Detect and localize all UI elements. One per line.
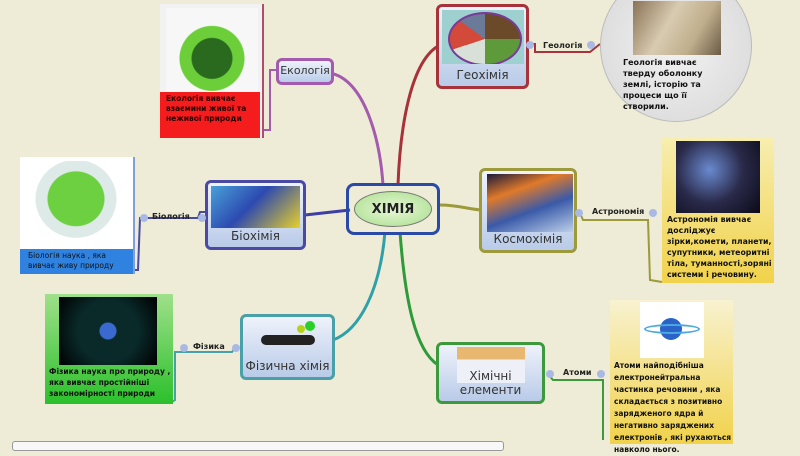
note-biology: Біологія наука , яка вивчає живу природу [20,157,135,274]
central-topic[interactable]: ХІМІЯ [346,183,440,235]
note-physics: Фізика наука про природу , яка вивчає пр… [45,294,173,404]
node-physchem[interactable]: Фізична хімія [240,314,335,380]
node-geochem[interactable]: Геохімія [436,4,529,89]
connector-dot [649,209,657,217]
connector-dot [232,344,240,352]
link-ecology [329,71,385,186]
note-astronomy: Астрономія вивчає досліджує зірки,комети… [662,138,774,283]
connector-dot [575,209,583,217]
note-ecology-box: Екологія вивчає взаємини живої та неживо… [160,92,260,138]
connector-dot [180,344,188,352]
central-title: ХІМІЯ [371,201,415,217]
plant-image [28,161,124,245]
link-label-atoms[interactable]: Атоми [563,368,592,377]
node-physchem-label: Фізична хімія [245,359,330,373]
cosmochem-image [487,174,573,232]
link-label-geology[interactable]: Геологія [543,41,583,50]
horizontal-scrollbar[interactable] [12,441,504,451]
link-biochem [304,208,351,217]
note-atoms: Атоми найподібніша електронейтральна час… [610,300,733,454]
molecule-image [257,321,319,355]
connector-dot [546,370,554,378]
node-geochem-label: Геохімія [456,68,509,82]
node-elements-label: Хімічні елементи [459,369,522,397]
globe-image [166,8,258,92]
node-elements[interactable]: Хімічні елементи [436,342,545,404]
connector-dot [587,41,595,49]
node-biochem-label: Біохімія [231,229,280,243]
link-label-astronomy[interactable]: Астрономія [592,207,645,216]
link-physchem [332,231,387,342]
link-geochem [396,43,441,186]
connector-dot [140,214,148,222]
hammer-image [633,1,721,55]
link-cosmochem [439,203,484,212]
connector-dot [526,41,534,49]
node-cosmochem[interactable]: Космохімія [479,168,577,253]
link-label-biology[interactable]: Біологія [152,212,190,221]
physics-image [59,297,157,365]
galaxy-image [676,141,760,213]
note-atoms-text: Атоми найподібніша електронейтральна час… [614,361,732,454]
note-biology-text: Біологія наука , яка вивчає живу природу [28,251,114,270]
central-ellipse: ХІМІЯ [354,191,432,227]
node-ecology-label: Екологія [280,64,330,77]
node-ecology[interactable]: Екологія [276,58,334,85]
biochem-image [211,186,300,228]
note-physics-text: Фізика наука про природу , яка вивчає пр… [49,367,171,398]
note-astronomy-text: Астрономія вивчає досліджує зірки,комети… [667,215,772,279]
note-ecology: Екологія вивчає взаємини живої та неживо… [160,4,264,138]
link-elements [398,231,439,367]
note-ecology-text: Екологія вивчає взаємини живої та неживо… [166,94,247,123]
connector-dot [597,370,605,378]
note-geology-text: Геологія вивчає тверду оболонку землі, і… [623,58,703,111]
connector-dot [198,214,206,222]
atom-image [640,302,704,358]
note-geology: Геологія вивчає тверду оболонку землі, і… [600,0,752,122]
elements-image [457,347,525,383]
node-cosmochem-label: Космохімія [493,232,563,246]
geochem-image [442,10,524,64]
link-label-physics[interactable]: Фізика [193,342,225,351]
node-biochem[interactable]: Біохімія [205,180,306,250]
